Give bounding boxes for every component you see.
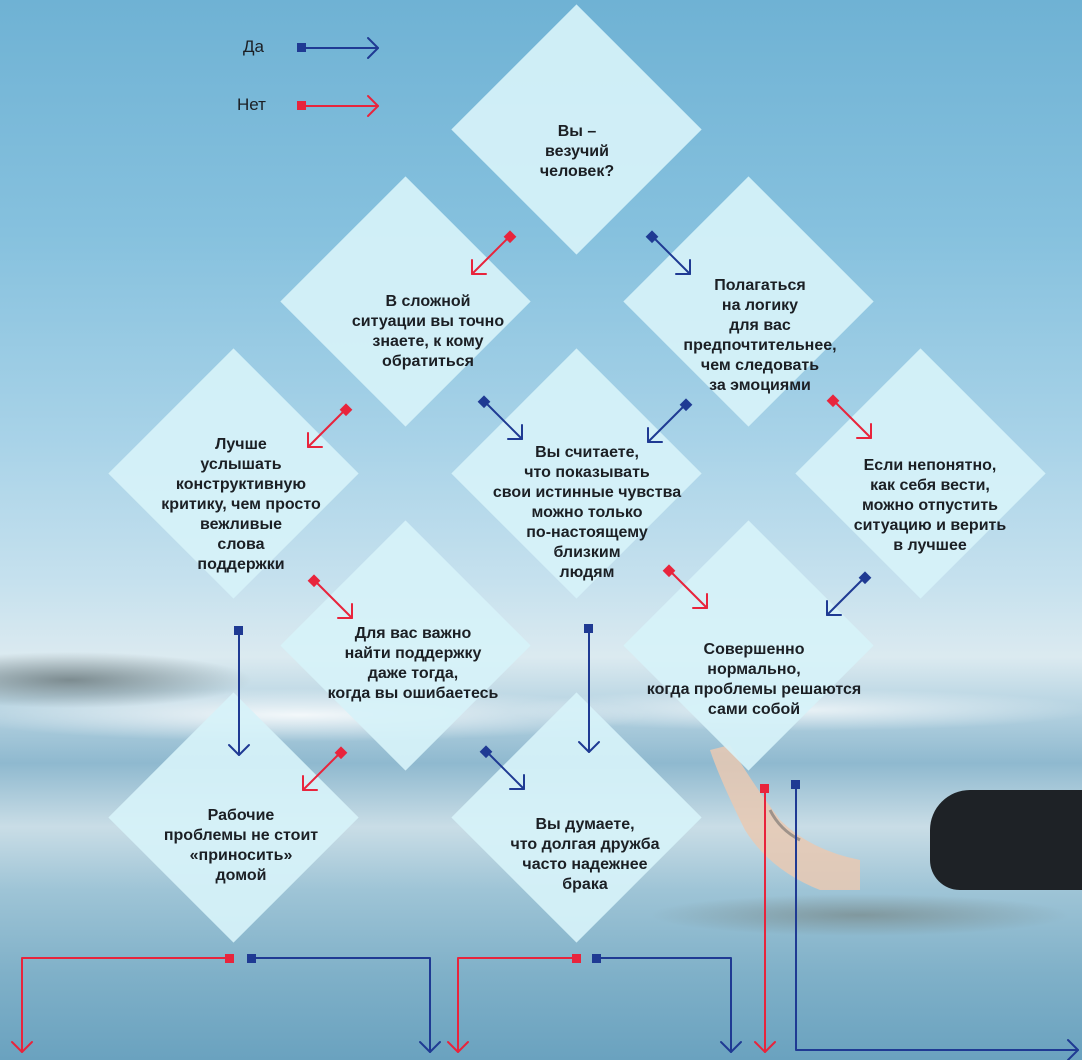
legend-yes-arrow [297,37,379,59]
question-logic-over-emotions: Полагаться на логику для вас предпочтите… [683,277,837,394]
arrow-q8-no [754,784,776,1053]
arrow-q4-no [307,574,353,619]
question-let-go-situation: Если непонятно, как себя вести, можно от… [853,457,1007,554]
arrow-q6-yes [826,571,872,616]
arrow-q2-yes [477,395,523,440]
arrow-q3-no [826,394,872,439]
question-support-when-wrong: Для вас важно найти поддержку даже тогда… [327,625,499,702]
legend-no-label: Нет [237,95,266,114]
wet-sand [560,880,1082,950]
arrow-q2-no [307,403,353,448]
legend-no-arrow [297,95,379,117]
question-show-true-feelings: Вы считаете, что показывать свои истинны… [492,444,682,581]
person-shorts-image [930,790,1082,890]
arrow-q9-yes [247,954,441,1053]
arrow-q4-yes [228,626,250,756]
arrow-q8-yes [791,780,1079,1060]
question-friendship-vs-marriage: Вы думаете, что долгая дружба часто наде… [510,816,660,893]
arrow-q10-no [447,954,581,1053]
question-lucky: Вы – везучий человек? [539,123,615,180]
question-problems-solve-themselves: Совершенно нормально, когда проблемы реш… [646,641,862,718]
arrow-q7-yes [479,745,525,790]
arrow-q10-yes [592,954,742,1053]
arrow-q7-no [302,746,348,791]
arrow-q9-no [11,954,234,1053]
question-know-whom-to-ask: В сложной ситуации вы точно знаете, к ко… [351,293,505,370]
arrow-q5-yes [578,624,600,753]
arrow-q1-yes [645,230,691,275]
arrow-q3-yes [647,398,693,443]
arrow-q5-no [662,564,708,609]
question-work-problems-home: Рабочие проблемы не стоит «приносить» до… [163,807,319,884]
legend-yes-label: Да [243,37,264,56]
question-constructive-criticism: Лучше услышать конструктивную критику, ч… [161,436,321,573]
arrow-q1-no [471,230,517,275]
